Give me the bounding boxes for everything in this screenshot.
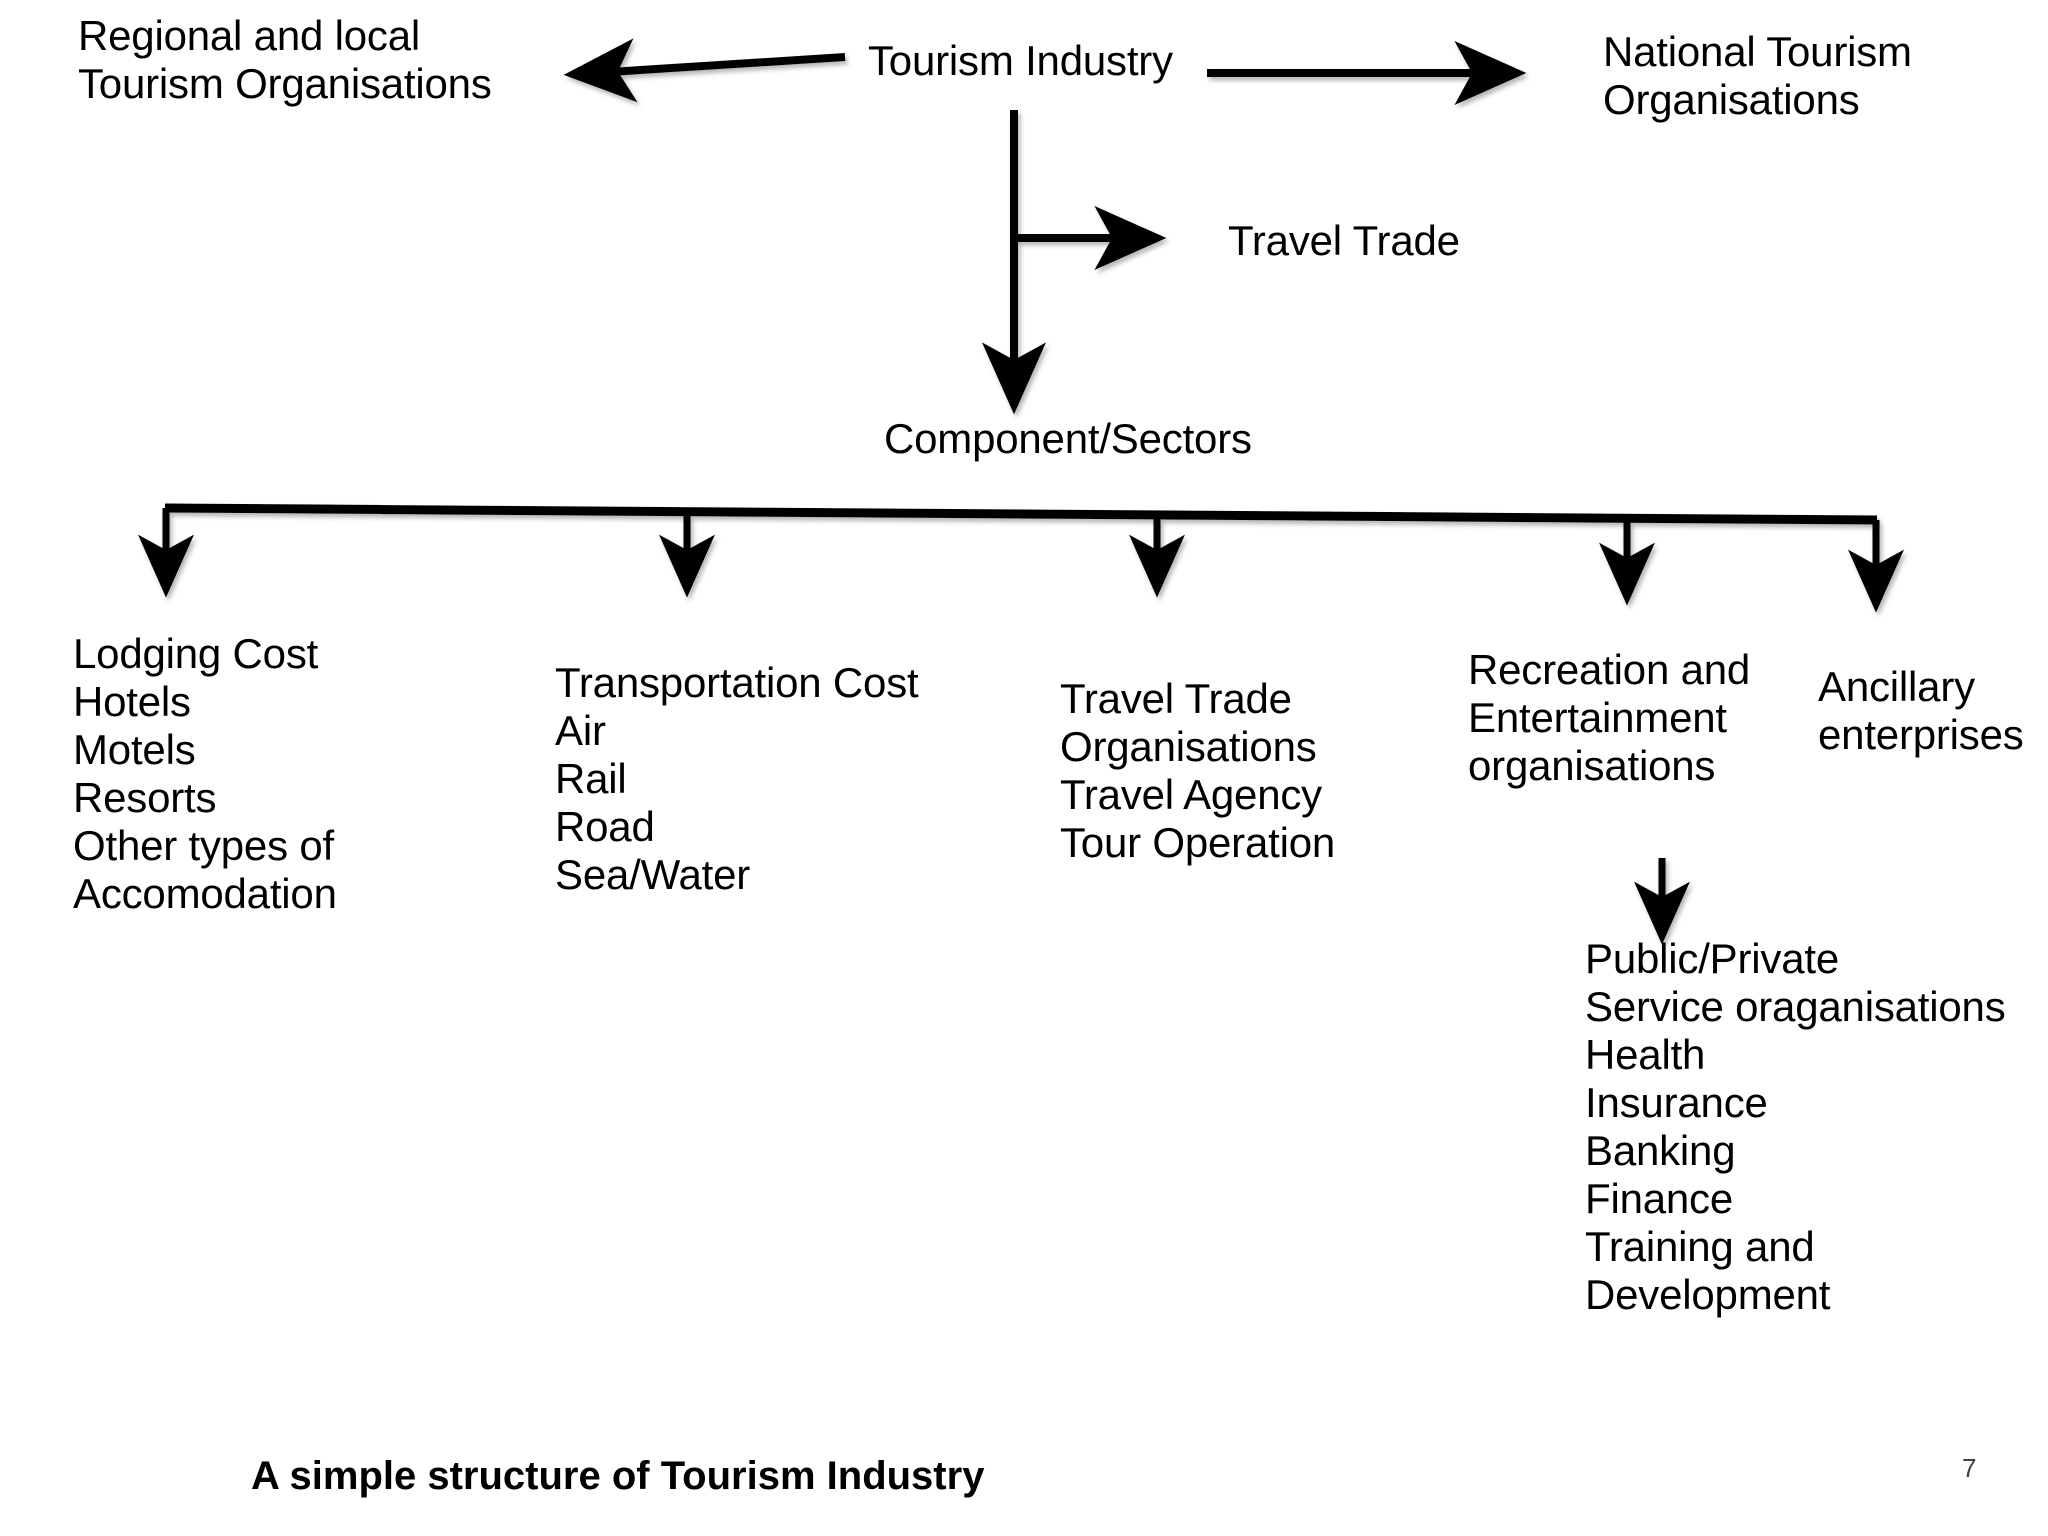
node-travel-trade: Travel Trade [1228,217,1460,264]
column-recreation-entertainment: Recreation and Entertainment organisatio… [1468,646,1751,789]
column-lodging: Lodging Cost Hotels Motels Resorts Other… [73,630,337,917]
node-regional-local-tourism-organisations: Regional and local Tourism Organisations [78,12,492,107]
column-travel-trade-organisations: Travel Trade Organisations Travel Agency… [1060,675,1336,866]
sub-branch-public-private-services: Public/Private Service oraganisations He… [1585,935,2006,1318]
column-ancillary-enterprises: Ancillary enterprises [1818,663,2024,758]
node-component-sectors: Component/Sectors [884,415,1252,462]
distribution-bar [164,503,1878,525]
column-transportation: Transportation Cost Air Rail Road Sea/Wa… [555,659,919,898]
slide-footer-title: A simple structure of Tourism Industry [251,1454,985,1498]
page-number: 7 [1962,1453,1977,1483]
node-tourism-industry: Tourism Industry [868,37,1173,84]
node-national-tourism-organisations: National Tourism Organisations [1603,28,1912,123]
arrow-root-to-regional [563,38,846,103]
